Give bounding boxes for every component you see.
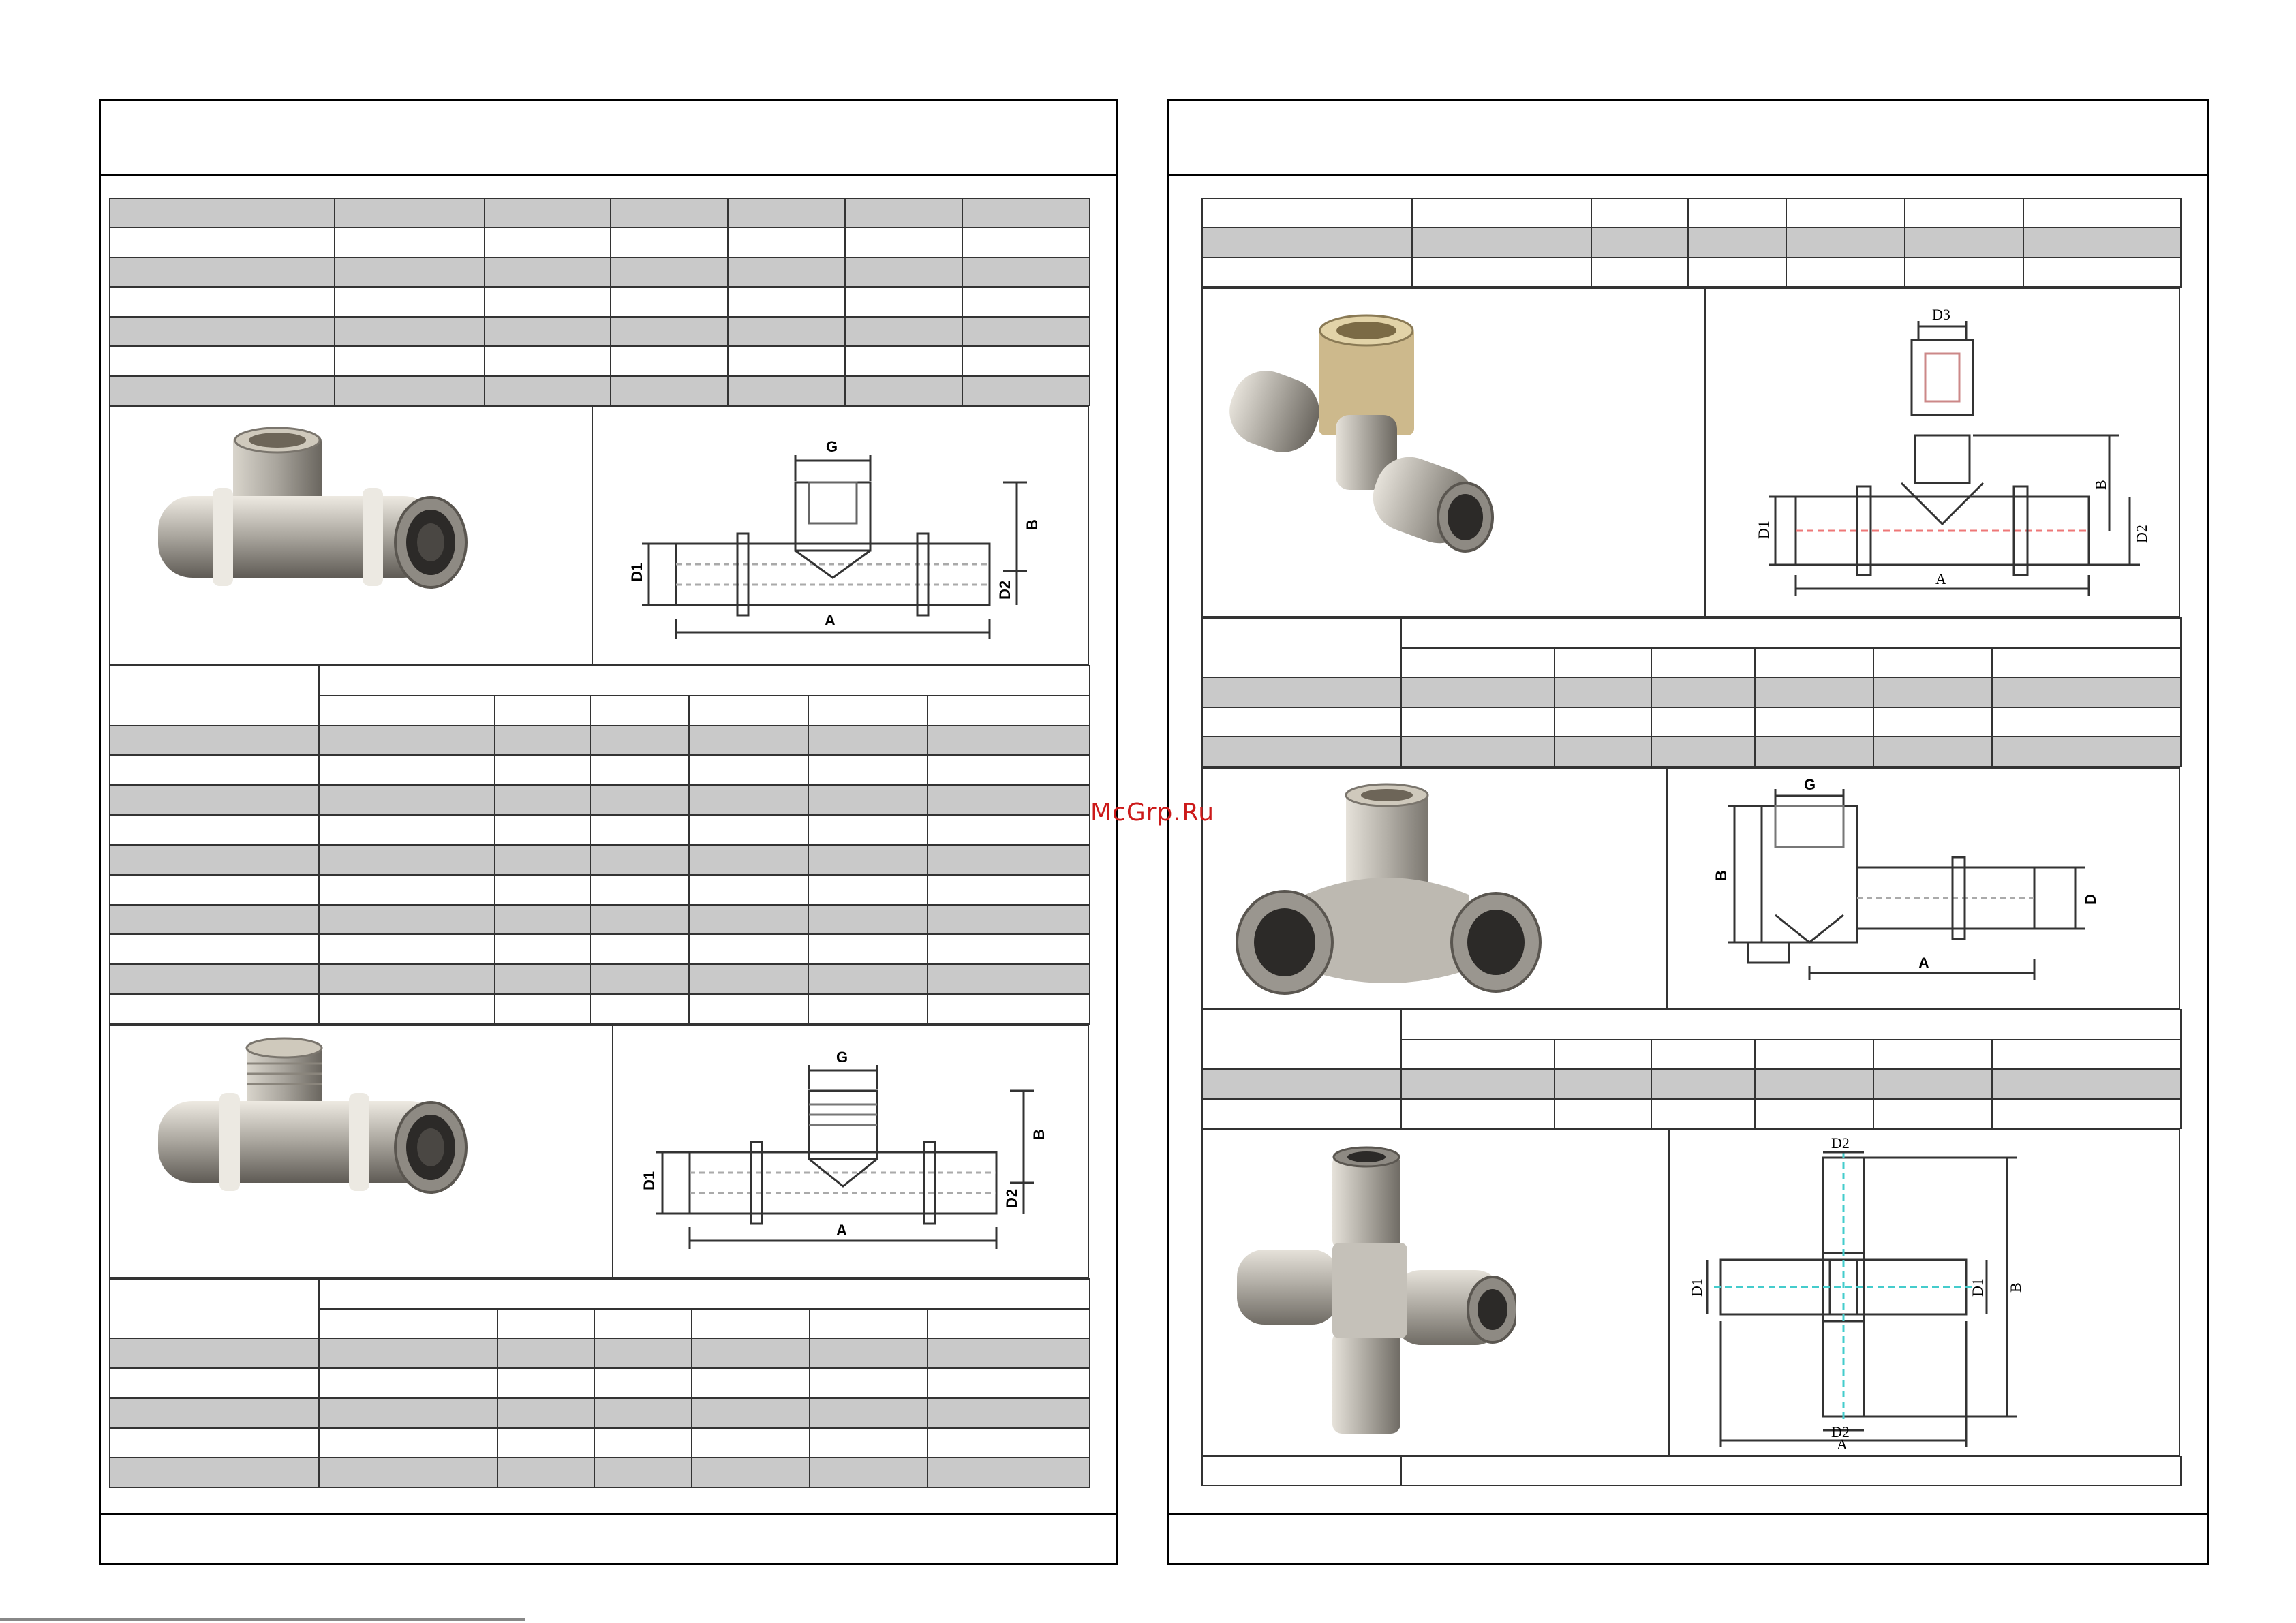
dim-label-d2: D2 [2133,525,2150,543]
dim-label-a: A [825,612,836,629]
table-row [110,1308,1091,1340]
table-row [109,1278,1091,1340]
elbow-wall-fitting-photo [1236,783,1542,995]
table-row [109,933,1091,965]
table-row [109,754,1091,786]
left-spec-table-1 [109,197,1090,407]
dim-label-d2-top: D2 [1831,1137,1850,1151]
table-row [109,1338,1091,1370]
table-row [109,345,1090,377]
table-row [109,256,1090,288]
table-row [109,1457,1091,1488]
table-row [109,197,1090,229]
tee-female-fitting-photo [158,427,468,589]
table-row [109,874,1091,906]
table-row [1201,706,2182,738]
dim-label-a: A [836,1222,847,1239]
tee-nut-drawing: D3 A D1 B D2 [1755,306,2150,596]
dim-label-d1: D1 [1755,521,1772,539]
table-row [1201,1009,2182,1070]
tee-female-drawing: G A D1 B D2 [628,438,1041,639]
dim-label-d1-left: D1 [1688,1278,1705,1297]
dim-label-d2-bottom: D2 [1831,1423,1850,1440]
cross-fitting-photo [1237,1146,1516,1434]
left-spec-table-2 [109,665,1091,1025]
right-page-footer [1169,1513,2207,1563]
table-row [109,814,1091,846]
table-row [1201,1068,2182,1100]
table-row [109,784,1091,816]
table-row [109,963,1091,995]
table-row [109,1427,1091,1459]
dim-label-b: B [1030,1129,1047,1140]
table-row [109,844,1091,876]
dim-label-a: A [1837,1436,1848,1451]
tee-nut-figure: D3 A D1 B D2 [1201,288,2180,617]
table-row [109,724,1091,756]
dim-label-b: B [2092,480,2109,490]
left-page-footer [101,1513,1116,1563]
dim-label-a: A [1918,955,1929,972]
table-row [109,1397,1091,1429]
dim-label-b: B [1713,870,1730,881]
tee-male-figure: G A D1 B D2 [109,1025,1089,1278]
tee-male-fitting-photo [158,1037,468,1194]
dim-label-a: A [1935,570,1946,587]
table-row [1201,617,2182,679]
table-row [1201,677,2182,708]
dim-label-d1-right: D1 [1969,1278,1986,1297]
dim-label-g: G [836,1049,848,1066]
dim-label-g: G [826,438,838,455]
table-row [1201,1456,2182,1486]
dim-label-d2: D2 [996,581,1013,600]
bottom-edge-line [0,1618,525,1621]
table-row [1201,1098,2182,1129]
tee-nut-fitting-photo [1229,314,1494,553]
table-row [110,694,1091,726]
right-spec-table-2 [1201,617,2182,767]
watermark: McGrp.Ru [1090,799,1215,826]
table-row [109,993,1091,1025]
table-row [109,665,1091,726]
tee-male-drawing: G A D1 B D2 [641,1049,1047,1249]
table-row [1201,227,2182,258]
dim-label-d3: D3 [1932,306,1950,323]
dim-label-d1: D1 [628,563,645,582]
cross-figure: D2 D2 A D1 D1 B [1201,1129,2180,1456]
cross-drawing: D2 D2 A D1 D1 B [1688,1137,2024,1451]
right-page-header [1169,101,2207,176]
right-spec-table-1 [1201,197,2182,288]
dim-label-b: B [2007,1282,2024,1293]
table-row [1201,197,2182,229]
table-row [109,903,1091,936]
table-row [109,375,1090,407]
elbow-figure: G A B D [1201,767,2180,1009]
table-row [109,227,1090,258]
dim-label-d2: D2 [1003,1189,1020,1208]
left-page-header [101,101,1116,176]
dim-label-d: D [2082,894,2099,905]
table-row [109,315,1090,347]
table-row [109,1367,1091,1399]
right-spec-table-3 [1201,1009,2182,1129]
tee-female-figure: G A D1 B D2 [109,406,1089,665]
table-row [1202,1038,2182,1070]
table-row [1202,647,2182,679]
table-row [1201,256,2182,288]
dim-label-g: G [1804,779,1816,793]
dim-label-b: B [1024,519,1041,530]
dim-label-d1: D1 [641,1171,658,1190]
right-spec-table-4 [1201,1456,2182,1486]
table-row [109,286,1090,318]
elbow-drawing: G A B D [1713,779,2099,980]
table-row [1201,736,2182,767]
left-spec-table-3 [109,1278,1091,1488]
